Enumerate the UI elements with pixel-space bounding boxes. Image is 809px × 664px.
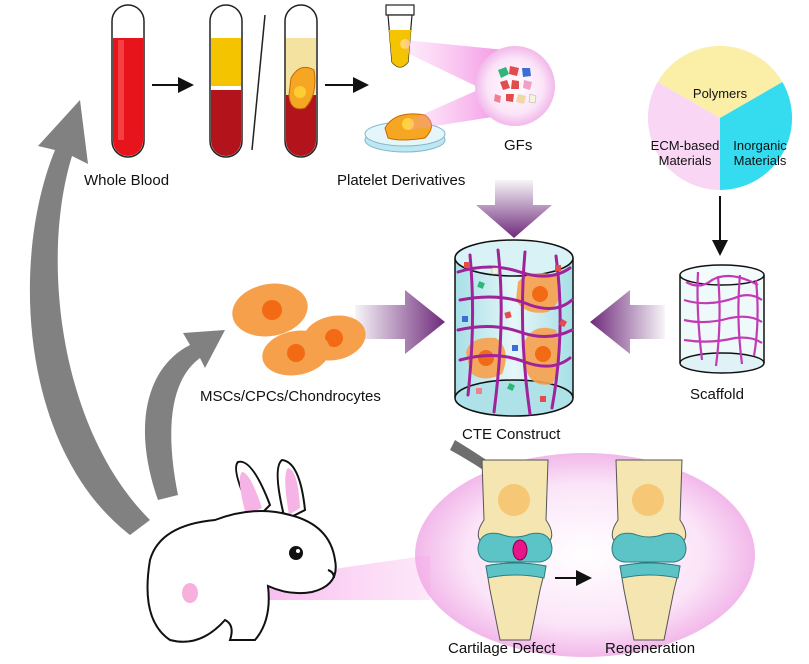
pie-sector-inorganic [720,82,793,191]
label-regeneration: Regeneration [605,640,696,657]
growth-factors-circle [475,46,555,126]
knee-regenerated [611,459,687,641]
label-cartilage-defect: Cartilage Defect [448,640,556,657]
label-platelet-derivatives: Platelet Derivatives [337,172,466,189]
pie-sector-polymers [657,45,783,118]
label-polymers: Polymers [692,86,748,101]
label-inorganic: Inorganic Materials [733,138,787,168]
knee-halo [415,453,755,657]
label-whole-blood: Whole Blood [84,172,170,189]
pie-sector-ecm [647,82,720,191]
centrifuged-tube-1 [209,4,243,158]
knee-defect [477,459,553,641]
label-scaffold: Scaffold [690,386,744,403]
rabbit [146,458,337,643]
arrow-rabbit-to-cells [144,330,225,500]
arrow-scaffold-to-construct [590,290,665,354]
centrifuged-tube-2 [284,4,318,158]
biomaterials-pie [647,45,793,191]
whole-blood-tube [111,4,145,158]
label-ecm-based: ECM-based Materials [650,138,720,168]
scaffold-cylinder [679,264,765,374]
label-gfs: GFs [504,137,533,154]
separator-slash [251,14,266,151]
label-cte-construct: CTE Construct [462,426,561,443]
cte-construct [454,239,574,417]
arrow-gfs-to-construct [476,180,552,238]
cells-cluster [232,283,366,376]
eppendorf-tube [385,4,415,68]
label-cells: MSCs/CPCs/Chondrocytes [200,388,381,405]
arrow-cells-to-construct [355,290,445,354]
arrow-rabbit-to-blood [29,100,150,535]
